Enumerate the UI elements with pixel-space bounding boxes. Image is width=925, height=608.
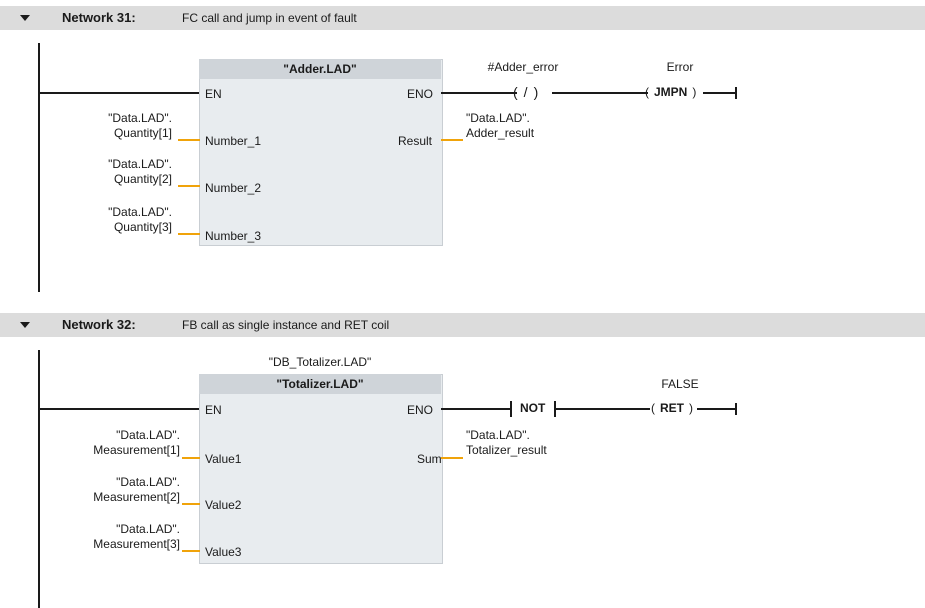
operand-line: Quantity[1] <box>113 126 172 140</box>
pin-value-2: Value2 <box>205 498 242 512</box>
operand-line: "Data.LAD". <box>116 428 180 442</box>
network-comment[interactable]: FC call and jump in event of fault <box>182 11 357 25</box>
pin-value-1: Value1 <box>205 452 242 466</box>
collapse-triangle-icon[interactable] <box>20 15 30 21</box>
output-pin-sum: Sum <box>417 452 442 466</box>
coil-label: JMPN <box>654 85 688 99</box>
wire-end-cap <box>735 87 737 99</box>
input-operand-3[interactable]: "Data.LAD". Quantity[3] <box>60 205 172 235</box>
input-operand-1[interactable]: "Data.LAD". Measurement[1] <box>40 428 180 458</box>
operand-line: "Data.LAD". <box>116 522 180 536</box>
input-operand-3[interactable]: "Data.LAD". Measurement[3] <box>40 522 180 552</box>
coil-label: RET <box>660 401 684 415</box>
input-wire-3 <box>178 233 200 235</box>
operand-line: Adder_result <box>466 126 535 140</box>
input-wire-3 <box>182 550 200 552</box>
en-wire <box>39 408 200 410</box>
network-comment[interactable]: FB call as single instance and RET coil <box>182 318 390 332</box>
input-operand-2[interactable]: "Data.LAD". Measurement[2] <box>40 475 180 505</box>
network-title: Network 32: <box>62 317 136 332</box>
en-pin-label: EN <box>205 403 222 417</box>
input-operand-2[interactable]: "Data.LAD". Quantity[2] <box>60 157 172 187</box>
pin-number-3: Number_3 <box>205 229 262 243</box>
coil-tail-wire <box>697 408 737 410</box>
output-wire <box>441 139 463 141</box>
contact-left-bracket: ( <box>513 84 518 100</box>
adder-block[interactable] <box>199 59 443 246</box>
output-operand[interactable]: "Data.LAD". Adder_result <box>466 111 534 141</box>
network-title: Network 31: <box>62 10 136 25</box>
not-contact[interactable]: NOT <box>520 401 546 415</box>
output-wire <box>441 457 463 459</box>
pin-number-1: Number_1 <box>205 134 262 148</box>
not-left-bar <box>510 401 512 417</box>
pin-number-2: Number_2 <box>205 181 262 195</box>
negate-slash: / <box>523 84 528 100</box>
coil-right-bracket: ) <box>692 85 697 99</box>
contact-to-coil-wire <box>552 92 648 94</box>
input-wire-1 <box>182 457 200 459</box>
operand-line: "Data.LAD". <box>466 111 530 125</box>
wire-end-cap <box>735 403 737 415</box>
block-name[interactable]: "Totalizer.LAD" <box>199 374 441 394</box>
operand-line: Totalizer_result <box>466 443 547 457</box>
eno-pin-label: ENO <box>407 87 434 101</box>
operand-line: "Data.LAD". <box>108 111 172 125</box>
network-31-header[interactable]: Network 31: FC call and jump in event of… <box>0 6 925 30</box>
ret-coil[interactable]: ( RET) <box>651 401 693 415</box>
left-power-rail <box>38 43 40 292</box>
operand-line: Measurement[3] <box>93 537 180 551</box>
operand-line: Measurement[1] <box>93 443 180 457</box>
coil-right-bracket: ) <box>689 401 693 415</box>
input-wire-2 <box>178 185 200 187</box>
jmpn-coil[interactable]: ( JMPN) <box>645 85 696 99</box>
eno-pin-label: ENO <box>407 403 434 417</box>
operand-line: "Data.LAD". <box>108 205 172 219</box>
coil-operand[interactable]: FALSE <box>661 377 699 391</box>
operand-line: "Data.LAD". <box>116 475 180 489</box>
input-wire-1 <box>178 139 200 141</box>
collapse-triangle-icon[interactable] <box>20 322 30 328</box>
network-32-header[interactable]: Network 32: FB call as single instance a… <box>0 313 925 337</box>
instance-db-label[interactable]: "DB_Totalizer.LAD" <box>268 355 372 369</box>
input-operand-1[interactable]: "Data.LAD". Quantity[1] <box>60 111 172 141</box>
coil-left-bracket: ( <box>651 401 655 415</box>
operand-line: Measurement[2] <box>93 490 180 504</box>
totalizer-block[interactable] <box>199 374 443 564</box>
eno-wire <box>441 408 511 410</box>
operand-line: "Data.LAD". <box>466 428 530 442</box>
output-pin-result: Result <box>398 134 433 148</box>
operand-line: Quantity[2] <box>113 172 172 186</box>
output-operand[interactable]: "Data.LAD". Totalizer_result <box>466 428 547 458</box>
en-wire <box>39 92 200 94</box>
pin-value-3: Value3 <box>205 545 242 559</box>
coil-operand[interactable]: Error <box>666 60 694 74</box>
coil-left-bracket: ( <box>645 85 649 99</box>
left-power-rail <box>38 350 40 608</box>
operand-line: "Data.LAD". <box>108 157 172 171</box>
contact-right-bracket: ) <box>533 84 539 100</box>
coil-tail-wire <box>703 92 737 94</box>
eno-wire <box>441 92 517 94</box>
input-wire-2 <box>182 503 200 505</box>
operand-line: Quantity[3] <box>113 220 172 234</box>
not-to-coil-wire <box>555 408 650 410</box>
negated-contact[interactable]: ( /) <box>513 84 538 100</box>
contact-operand[interactable]: #Adder_error <box>487 60 559 74</box>
block-name[interactable]: "Adder.LAD" <box>199 59 441 79</box>
en-pin-label: EN <box>205 87 222 101</box>
